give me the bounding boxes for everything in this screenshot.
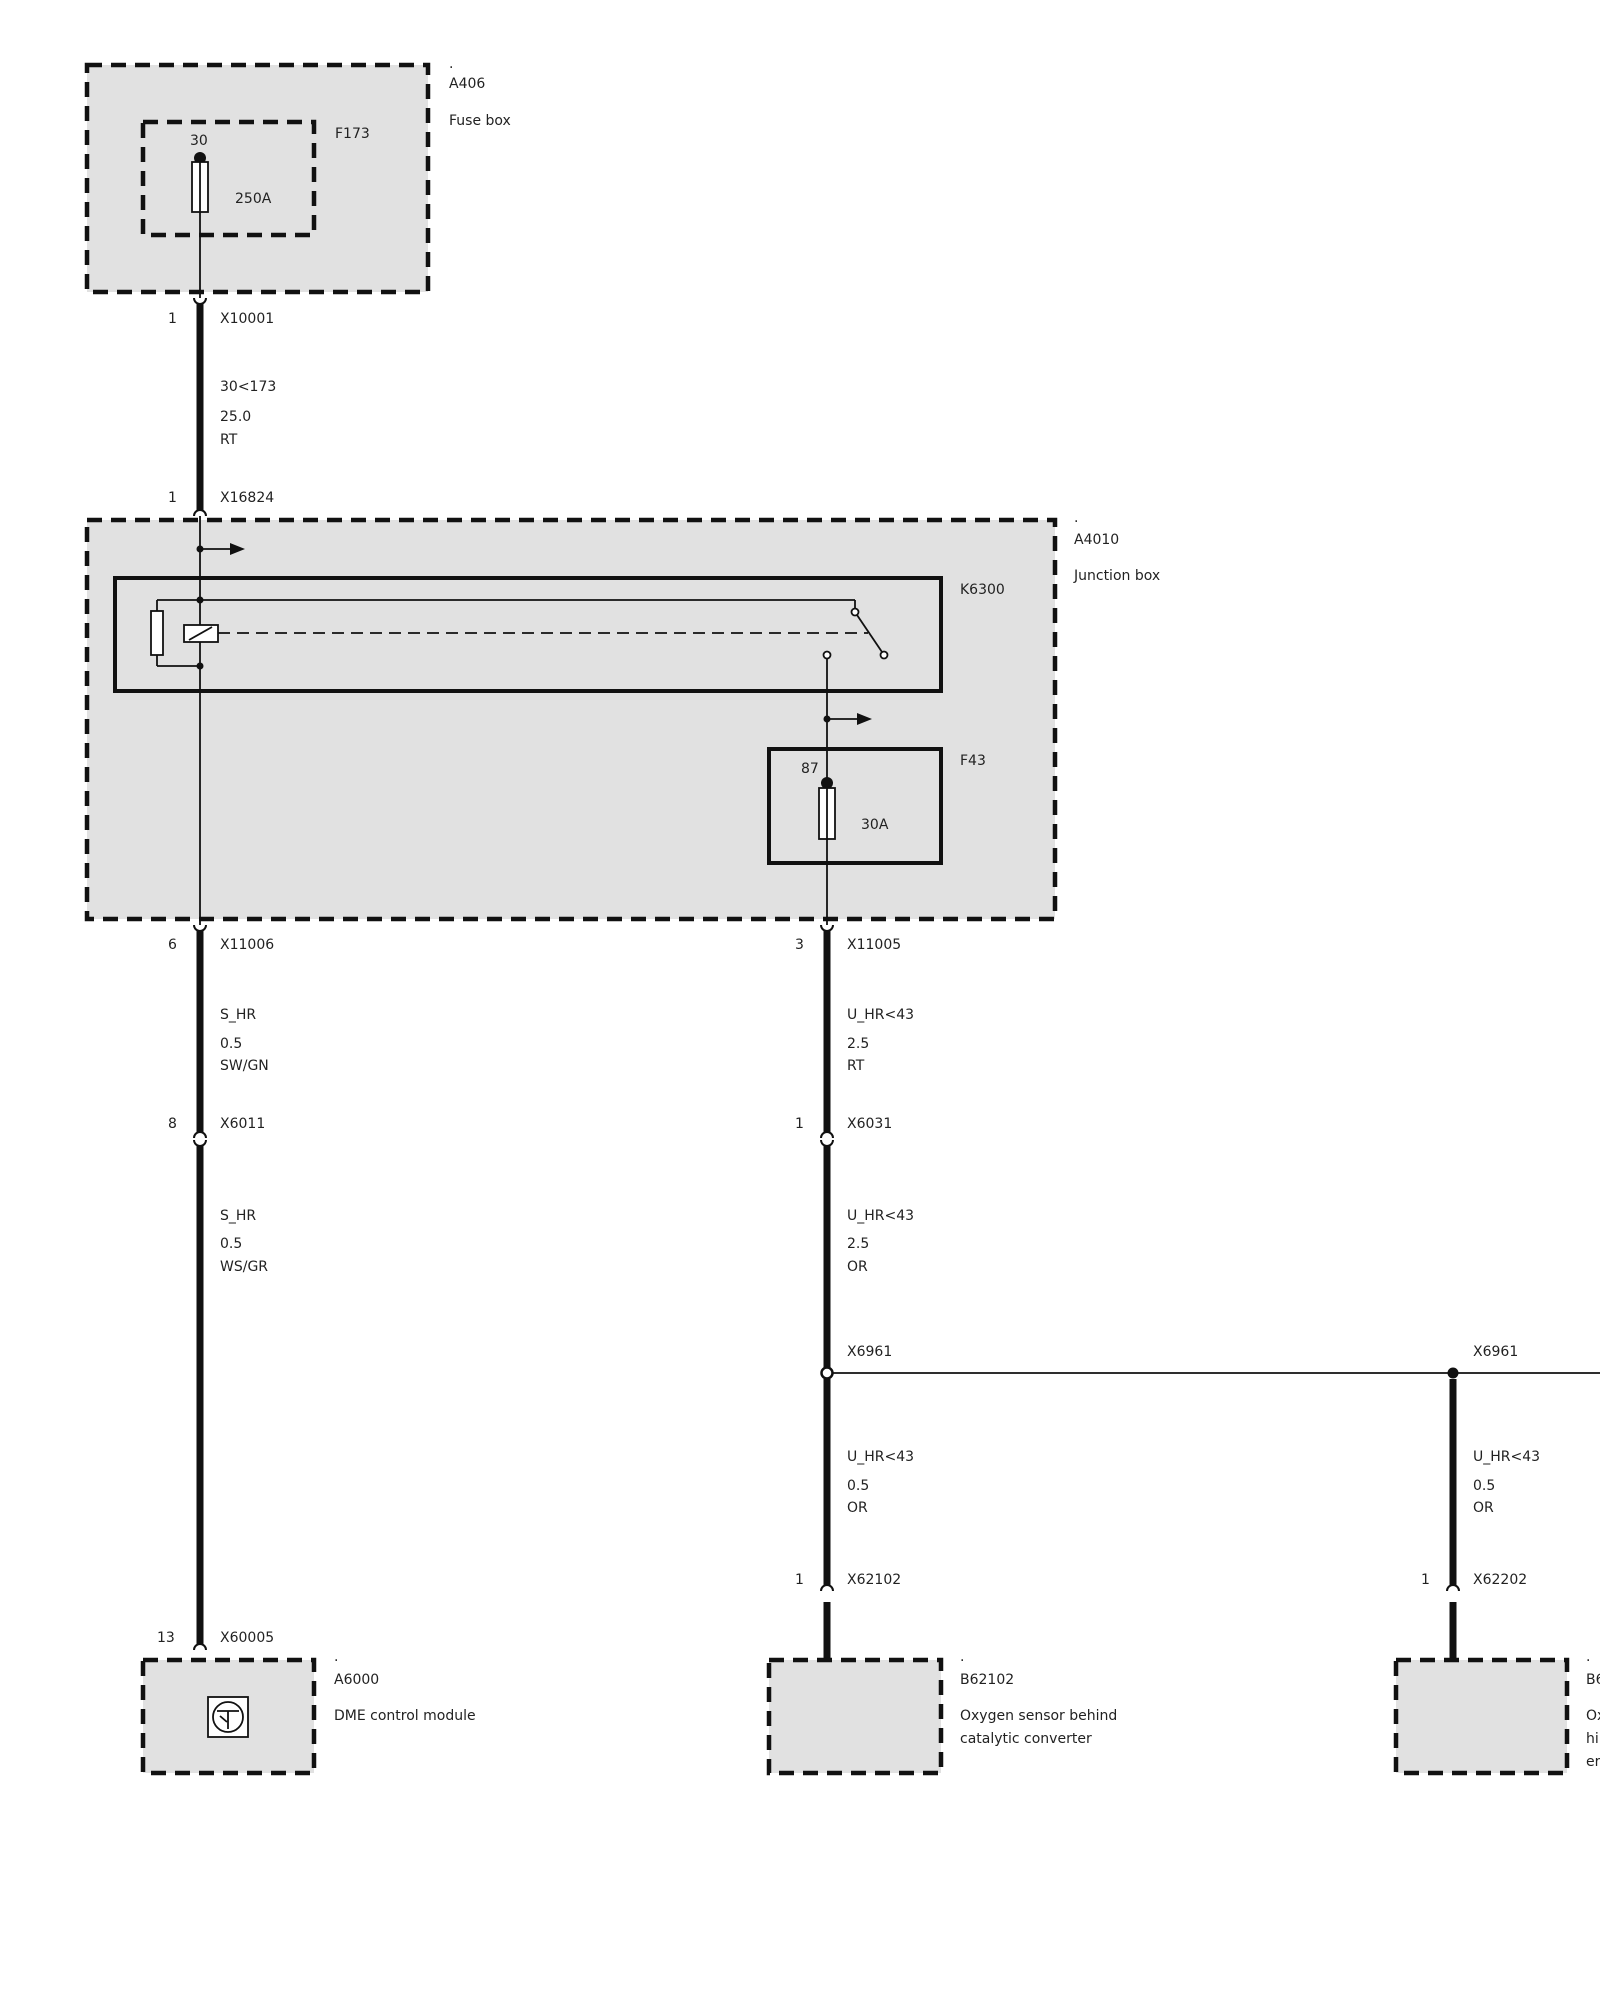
x60005-pin: 13 (157, 1630, 175, 1646)
f173-pin: 30 (190, 133, 208, 149)
terminal-x6031-top (820, 1131, 834, 1139)
a4010-desc: Junction box (1073, 568, 1160, 584)
a6000-id: A6000 (334, 1672, 379, 1688)
b62102-dot: . (960, 1649, 964, 1665)
x6031-id: X6031 (847, 1116, 892, 1132)
x62202-pin: 1 (1421, 1572, 1430, 1588)
a6000-dot: . (334, 1649, 338, 1665)
x6011-id: X6011 (220, 1116, 265, 1132)
relay-k6300 (113, 576, 943, 693)
a406-dot: . (449, 56, 453, 72)
w4-color: WS/GR (220, 1259, 268, 1275)
terminal-x60005 (193, 1643, 207, 1651)
w1-gauge: 25.0 (220, 409, 251, 425)
terminal-x6031-bottom (820, 1139, 834, 1147)
a4010-id: A4010 (1074, 532, 1119, 548)
w6-color: OR (847, 1500, 868, 1516)
x6961-b-id: X6961 (1473, 1344, 1518, 1360)
w1-signal: 30<173 (220, 379, 276, 395)
b62102-id: B62102 (960, 1672, 1014, 1688)
x62102-id: X62102 (847, 1572, 901, 1588)
k6300-id: K6300 (960, 582, 1005, 598)
a406-id: A406 (449, 76, 485, 92)
a406-desc: Fuse box (449, 113, 511, 129)
oxygen-sensor-b62202 (1393, 1657, 1570, 1776)
w1-color: RT (220, 432, 238, 448)
w7-color: OR (1473, 1500, 1494, 1516)
x16824-pin: 1 (168, 490, 177, 506)
b62102-desc-line1: Oxygen sensor behind (960, 1708, 1117, 1724)
w5-signal: U_HR<43 (847, 1208, 914, 1224)
w3-color: RT (847, 1058, 865, 1074)
b62202-desc-line2: hi (1586, 1731, 1599, 1747)
w2-signal: S_HR (220, 1007, 256, 1023)
fuse-holder-f43 (767, 747, 943, 865)
x10001-id: X10001 (220, 311, 274, 327)
x10001-pin: 1 (168, 311, 177, 327)
b62202-desc-line1: Ox (1586, 1708, 1600, 1724)
b62202-dot: . (1586, 1649, 1590, 1665)
fuse-box-a406 (84, 62, 431, 298)
b62102-desc-line2: catalytic converter (960, 1731, 1092, 1747)
dme-control-module-a6000 (140, 1657, 317, 1776)
f173-id: F173 (335, 126, 370, 142)
f43-pin: 87 (801, 761, 819, 777)
x6011-pin: 8 (168, 1116, 177, 1132)
w7-gauge: 0.5 (1473, 1478, 1495, 1494)
x11006-pin: 6 (168, 937, 177, 953)
junction-box-a4010 (84, 516, 1058, 925)
w2-color: SW/GN (220, 1058, 269, 1074)
terminal-x6011-top (193, 1131, 207, 1139)
terminal-x62202 (1446, 1584, 1460, 1592)
terminal-x62102 (820, 1584, 834, 1592)
terminal-x16824 (193, 509, 207, 517)
f173-rating: 250A (235, 191, 272, 207)
f43-id: F43 (960, 753, 986, 769)
terminal-x11006 (193, 924, 207, 932)
w7-signal: U_HR<43 (1473, 1449, 1540, 1465)
a4010-dot: . (1074, 510, 1078, 526)
oxygen-sensor-b62102 (766, 1657, 944, 1776)
x11005-id: X11005 (847, 937, 901, 953)
w5-color: OR (847, 1259, 868, 1275)
w4-signal: S_HR (220, 1208, 256, 1224)
x11005-pin: 3 (795, 937, 804, 953)
resistor-symbol (150, 610, 164, 656)
x11006-id: X11006 (220, 937, 274, 953)
w5-gauge: 2.5 (847, 1236, 869, 1252)
x60005-id: X60005 (220, 1630, 274, 1646)
f43-rating: 30A (861, 817, 889, 833)
b62202-id: B6 (1586, 1672, 1600, 1688)
x62202-id: X62202 (1473, 1572, 1527, 1588)
arrow-right-icon (230, 543, 245, 555)
terminal-x11005 (820, 924, 834, 932)
arrow-right-icon (857, 713, 872, 725)
splice-x6961-a (820, 1366, 834, 1380)
x16824-id: X16824 (220, 490, 274, 506)
x6031-pin: 1 (795, 1116, 804, 1132)
w2-gauge: 0.5 (220, 1036, 242, 1052)
b62202-desc-line3: er (1586, 1754, 1600, 1770)
w6-signal: U_HR<43 (847, 1449, 914, 1465)
w3-gauge: 2.5 (847, 1036, 869, 1052)
x6961-a-id: X6961 (847, 1344, 892, 1360)
w3-signal: U_HR<43 (847, 1007, 914, 1023)
w6-gauge: 0.5 (847, 1478, 869, 1494)
terminal-x10001 (193, 297, 207, 305)
x62102-pin: 1 (795, 1572, 804, 1588)
terminal-x6011-bottom (193, 1139, 207, 1147)
a6000-desc: DME control module (334, 1708, 476, 1724)
w4-gauge: 0.5 (220, 1236, 242, 1252)
splice-x6961-b (1447, 1367, 1459, 1379)
